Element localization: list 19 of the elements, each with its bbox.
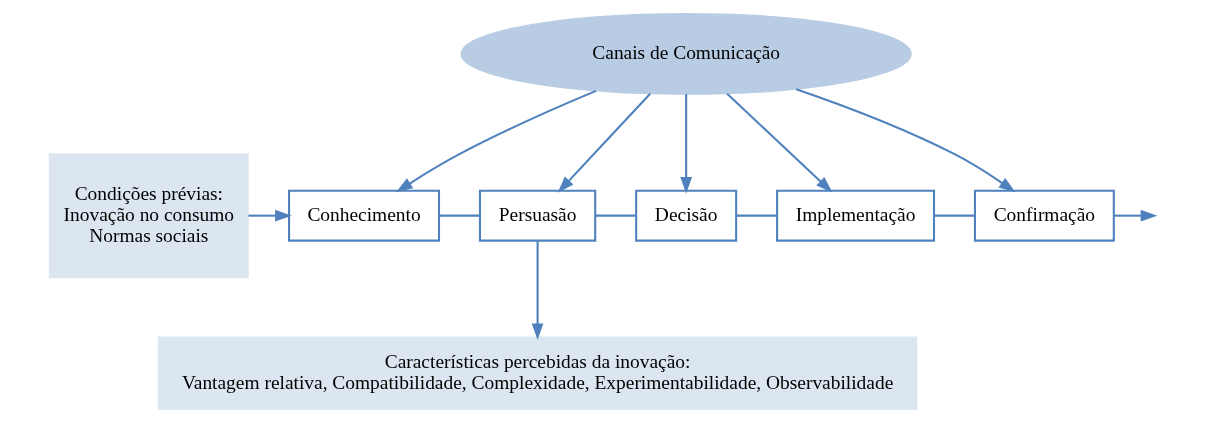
node-box: Persuasão [478,189,596,242]
connector [933,214,975,217]
arrow [531,241,543,341]
node-box: Decisão [634,189,737,242]
arrow [725,93,832,193]
node-box: Conhecimento [287,189,440,242]
arrow [679,94,692,194]
node-box: Confirmação [973,189,1115,242]
arrow [395,89,596,193]
connector [438,214,480,217]
arrow [247,209,292,222]
node-ellipse: Canais de Comunicação [460,12,912,95]
node-box: Características percebidas da inovação: Vantagem relativa, Compatibilidade, Complexidade, Experimentabilidade, Observabilidade [157,336,917,411]
connector [735,214,777,217]
arrow [557,93,651,193]
arrow [795,88,1015,193]
connector [595,214,636,217]
node-box: Condições prévias: Inovação no consumo Normas sociais [48,153,249,279]
node-box: Implementação [775,189,935,242]
